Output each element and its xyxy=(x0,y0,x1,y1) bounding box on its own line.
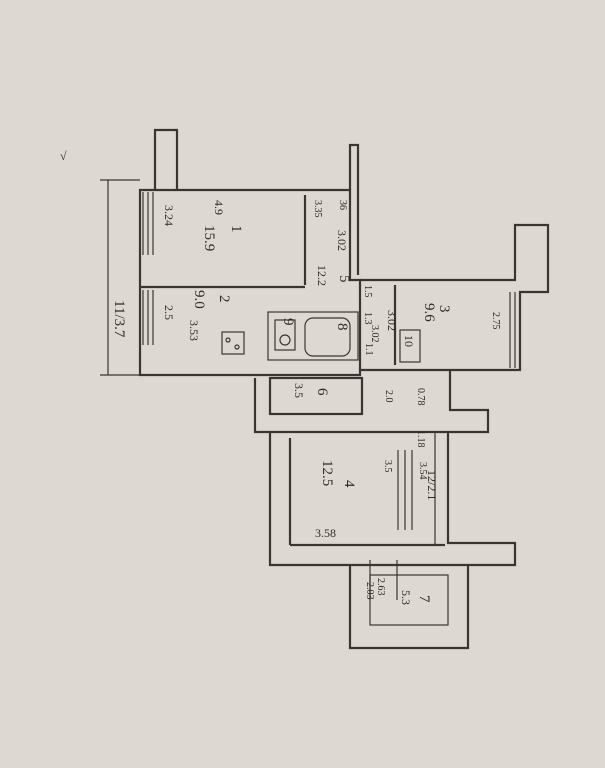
room-2-depth: 2.5 xyxy=(162,305,176,320)
room-5-aux: 1.3 xyxy=(362,312,373,325)
room-6-number: 6 xyxy=(314,388,330,396)
room-3-width: 3.02 xyxy=(385,310,399,331)
dim-1-18: 1.18 xyxy=(415,430,426,448)
room-2-number: 2 xyxy=(216,295,232,303)
room-7-block xyxy=(348,560,470,650)
room-4-depth: 3.5 xyxy=(382,460,393,473)
room-8-number: 8 xyxy=(334,323,350,331)
overall-right-dim: 12/2.1 xyxy=(425,470,439,500)
room-3-number: 3 xyxy=(436,305,452,313)
left-wing xyxy=(100,128,362,377)
room-4-area: 12.5 xyxy=(319,460,335,486)
room-3-depth: 2.75 xyxy=(490,312,501,330)
room-9-number: 9 xyxy=(280,318,296,326)
room-7-width: 2.63 xyxy=(375,578,386,596)
room-4-block xyxy=(268,432,517,567)
dim-2-0: 2.0 xyxy=(383,390,394,403)
room-5-width: 3.02 xyxy=(335,230,349,251)
dim-36: 36 xyxy=(337,200,348,210)
room-10-number: 10 xyxy=(402,335,416,347)
room-2-width: 3.53 xyxy=(187,320,201,341)
dim-1-5: 1.5 xyxy=(362,285,373,298)
room-6-block xyxy=(268,376,364,416)
room-5-area: 12.2 xyxy=(315,265,329,286)
room-7-depth: 2.03 xyxy=(364,582,375,600)
room-4-number: 4 xyxy=(341,480,357,488)
room-4-width: 3.58 xyxy=(315,526,336,540)
central-block xyxy=(360,223,550,372)
room-4-side: 3.54 xyxy=(417,462,428,480)
room-1-number: 1 xyxy=(228,225,244,233)
room-1-depth: 3.24 xyxy=(162,205,176,226)
dim-1-1: 1.1 xyxy=(363,343,374,356)
room-7-number: 7 xyxy=(416,595,432,603)
dim-0-78: 0.78 xyxy=(415,388,426,406)
corner-mark: √ xyxy=(60,149,67,163)
room-6-area: 3.5 xyxy=(292,383,306,398)
room-7-area: 5.3 xyxy=(399,590,413,605)
bath-block xyxy=(221,311,359,361)
overall-left-dim: 11/3.7 xyxy=(111,300,127,338)
mid-wall xyxy=(253,370,490,434)
room-1-area: 15.9 xyxy=(201,225,217,251)
room-1-width: 4.9 xyxy=(212,200,226,215)
dim-3-02b: 3.02 xyxy=(369,325,380,343)
room-3-area: 9.6 xyxy=(421,303,437,322)
room-5-number: 5 xyxy=(336,275,352,283)
labels: 11/3.7 12/2.1 4.9 1 15.9 3.24 3.35 2 9.0… xyxy=(111,200,501,605)
room-1-side: 3.35 xyxy=(312,200,323,218)
room-2-area: 9.0 xyxy=(191,290,207,309)
